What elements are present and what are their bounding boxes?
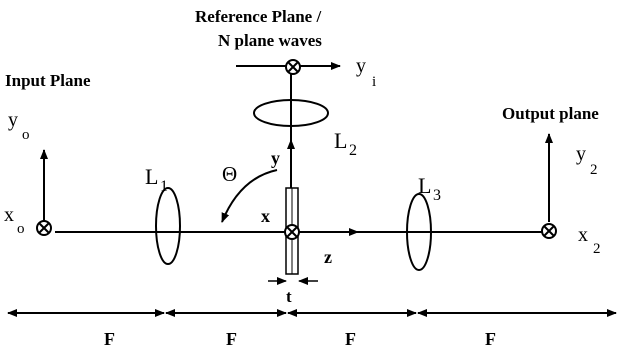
output-plane-title: Output plane xyxy=(502,104,599,123)
center-x-into-page-icon xyxy=(284,224,300,240)
xo-subscript: o xyxy=(17,221,25,237)
l2-subscript: 2 xyxy=(349,142,357,159)
xo-label: x xyxy=(4,204,14,226)
lens-l1 xyxy=(155,187,181,265)
reference-x-into-page-icon xyxy=(285,59,301,75)
l3-label: L xyxy=(418,173,431,198)
l1-subscript: 1 xyxy=(160,178,168,195)
l2-label: L xyxy=(334,128,347,153)
l3-subscript: 3 xyxy=(433,187,441,204)
yi-label: y xyxy=(356,55,366,77)
reference-plane-title-line2: N plane waves xyxy=(218,31,322,50)
y2-subscript: 2 xyxy=(590,162,598,178)
theta-arc-arrow xyxy=(221,169,278,223)
y2-label: y xyxy=(576,143,586,165)
center-y-label: y xyxy=(271,148,280,168)
focal-label-2: F xyxy=(226,329,237,349)
yi-subscript: i xyxy=(372,74,376,90)
theta-label: Θ xyxy=(222,162,237,186)
focal-label-1: F xyxy=(104,329,115,349)
x2-label: x xyxy=(578,224,588,246)
focal-label-3: F xyxy=(345,329,356,349)
yo-label: y xyxy=(8,109,18,131)
focal-label-4: F xyxy=(485,329,496,349)
lens-l3 xyxy=(406,193,432,271)
thickness-label: t xyxy=(286,287,292,306)
x2-subscript: 2 xyxy=(593,241,601,257)
l1-label: L xyxy=(145,164,158,189)
reference-plane-title-line1: Reference Plane / xyxy=(195,7,321,26)
z-axis-label: z xyxy=(324,247,332,267)
yo-subscript: o xyxy=(22,127,30,143)
lens-l2 xyxy=(253,99,329,127)
center-x-label: x xyxy=(261,206,270,226)
input-plane-title: Input Plane xyxy=(5,71,91,90)
input-x-into-page-icon xyxy=(36,220,52,236)
output-x-into-page-icon xyxy=(541,223,557,239)
